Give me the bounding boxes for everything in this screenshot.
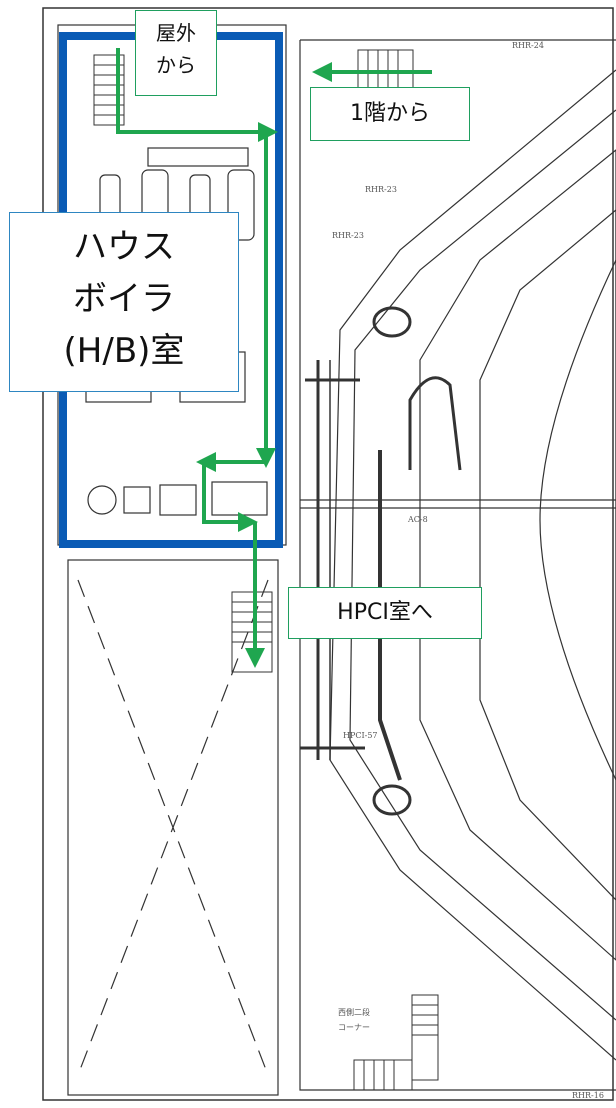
- route-arrows: [116, 48, 432, 668]
- route-from-outside: [116, 48, 278, 142]
- tag-rhr24: RHR-24: [512, 41, 544, 50]
- label-to-hpci-room: HPCI室へ: [288, 587, 482, 639]
- building-outline: [42, 7, 614, 1101]
- tag-corner-line2: コーナー: [338, 1023, 370, 1032]
- tag-rhr16: RHR-16: [572, 1091, 604, 1100]
- stairs-bottom: [353, 994, 439, 1091]
- route-bend: [202, 462, 258, 532]
- label-house-boiler-room: ハウス ボイラ (H/B)室: [9, 212, 239, 392]
- tag-rhr23-b: RHR-23: [332, 231, 364, 240]
- stairs-mid-left: [231, 591, 273, 673]
- reactor-area: [299, 39, 616, 1091]
- left-wing: [57, 24, 287, 1096]
- label-from-first-floor: 1階から: [310, 87, 470, 141]
- tag-corner-line1: 西側二段: [338, 1007, 370, 1017]
- tag-hpci57: HPCI-57: [343, 731, 378, 740]
- label-from-outside: 屋外 から: [135, 10, 217, 96]
- tag-rhr23-a: RHR-23: [365, 185, 397, 194]
- tag-ac8: AC-8: [407, 515, 428, 524]
